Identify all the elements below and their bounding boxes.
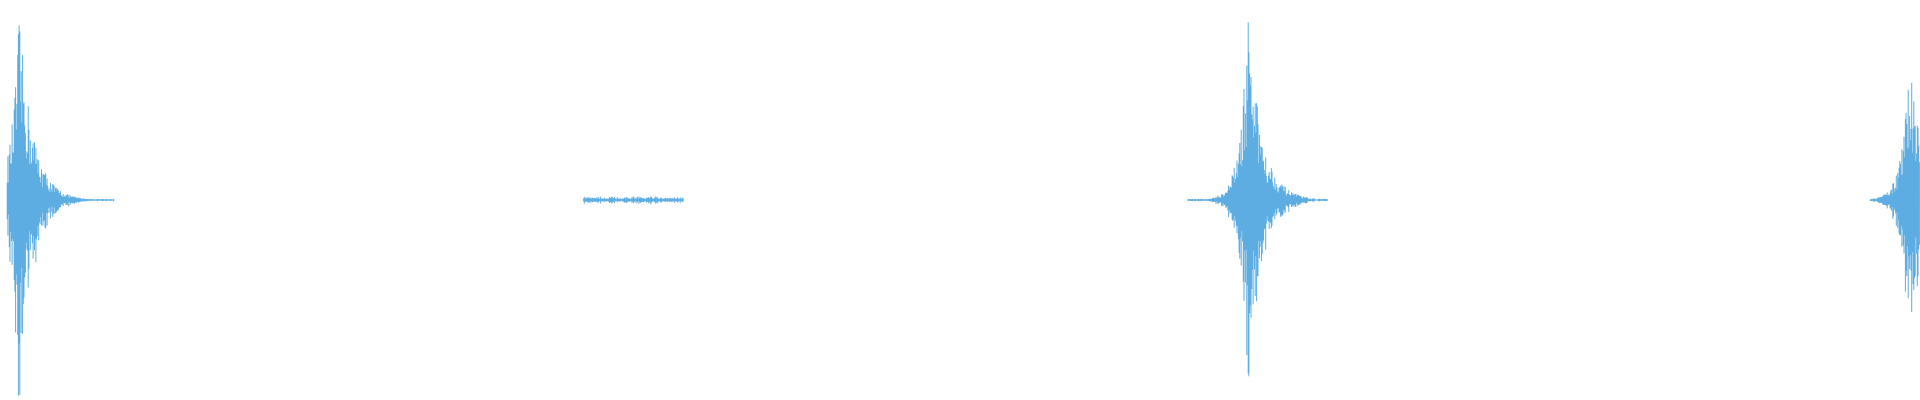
waveform-bursts	[6, 22, 1920, 396]
waveform-burst-1	[6, 25, 115, 396]
waveform-trace	[1187, 22, 1328, 377]
waveform-trace	[1869, 82, 1920, 312]
waveform-burst-3	[1187, 22, 1328, 377]
waveform-trace	[6, 25, 115, 396]
waveform-burst-4	[1869, 82, 1920, 312]
waveform-burst-2	[583, 196, 684, 205]
